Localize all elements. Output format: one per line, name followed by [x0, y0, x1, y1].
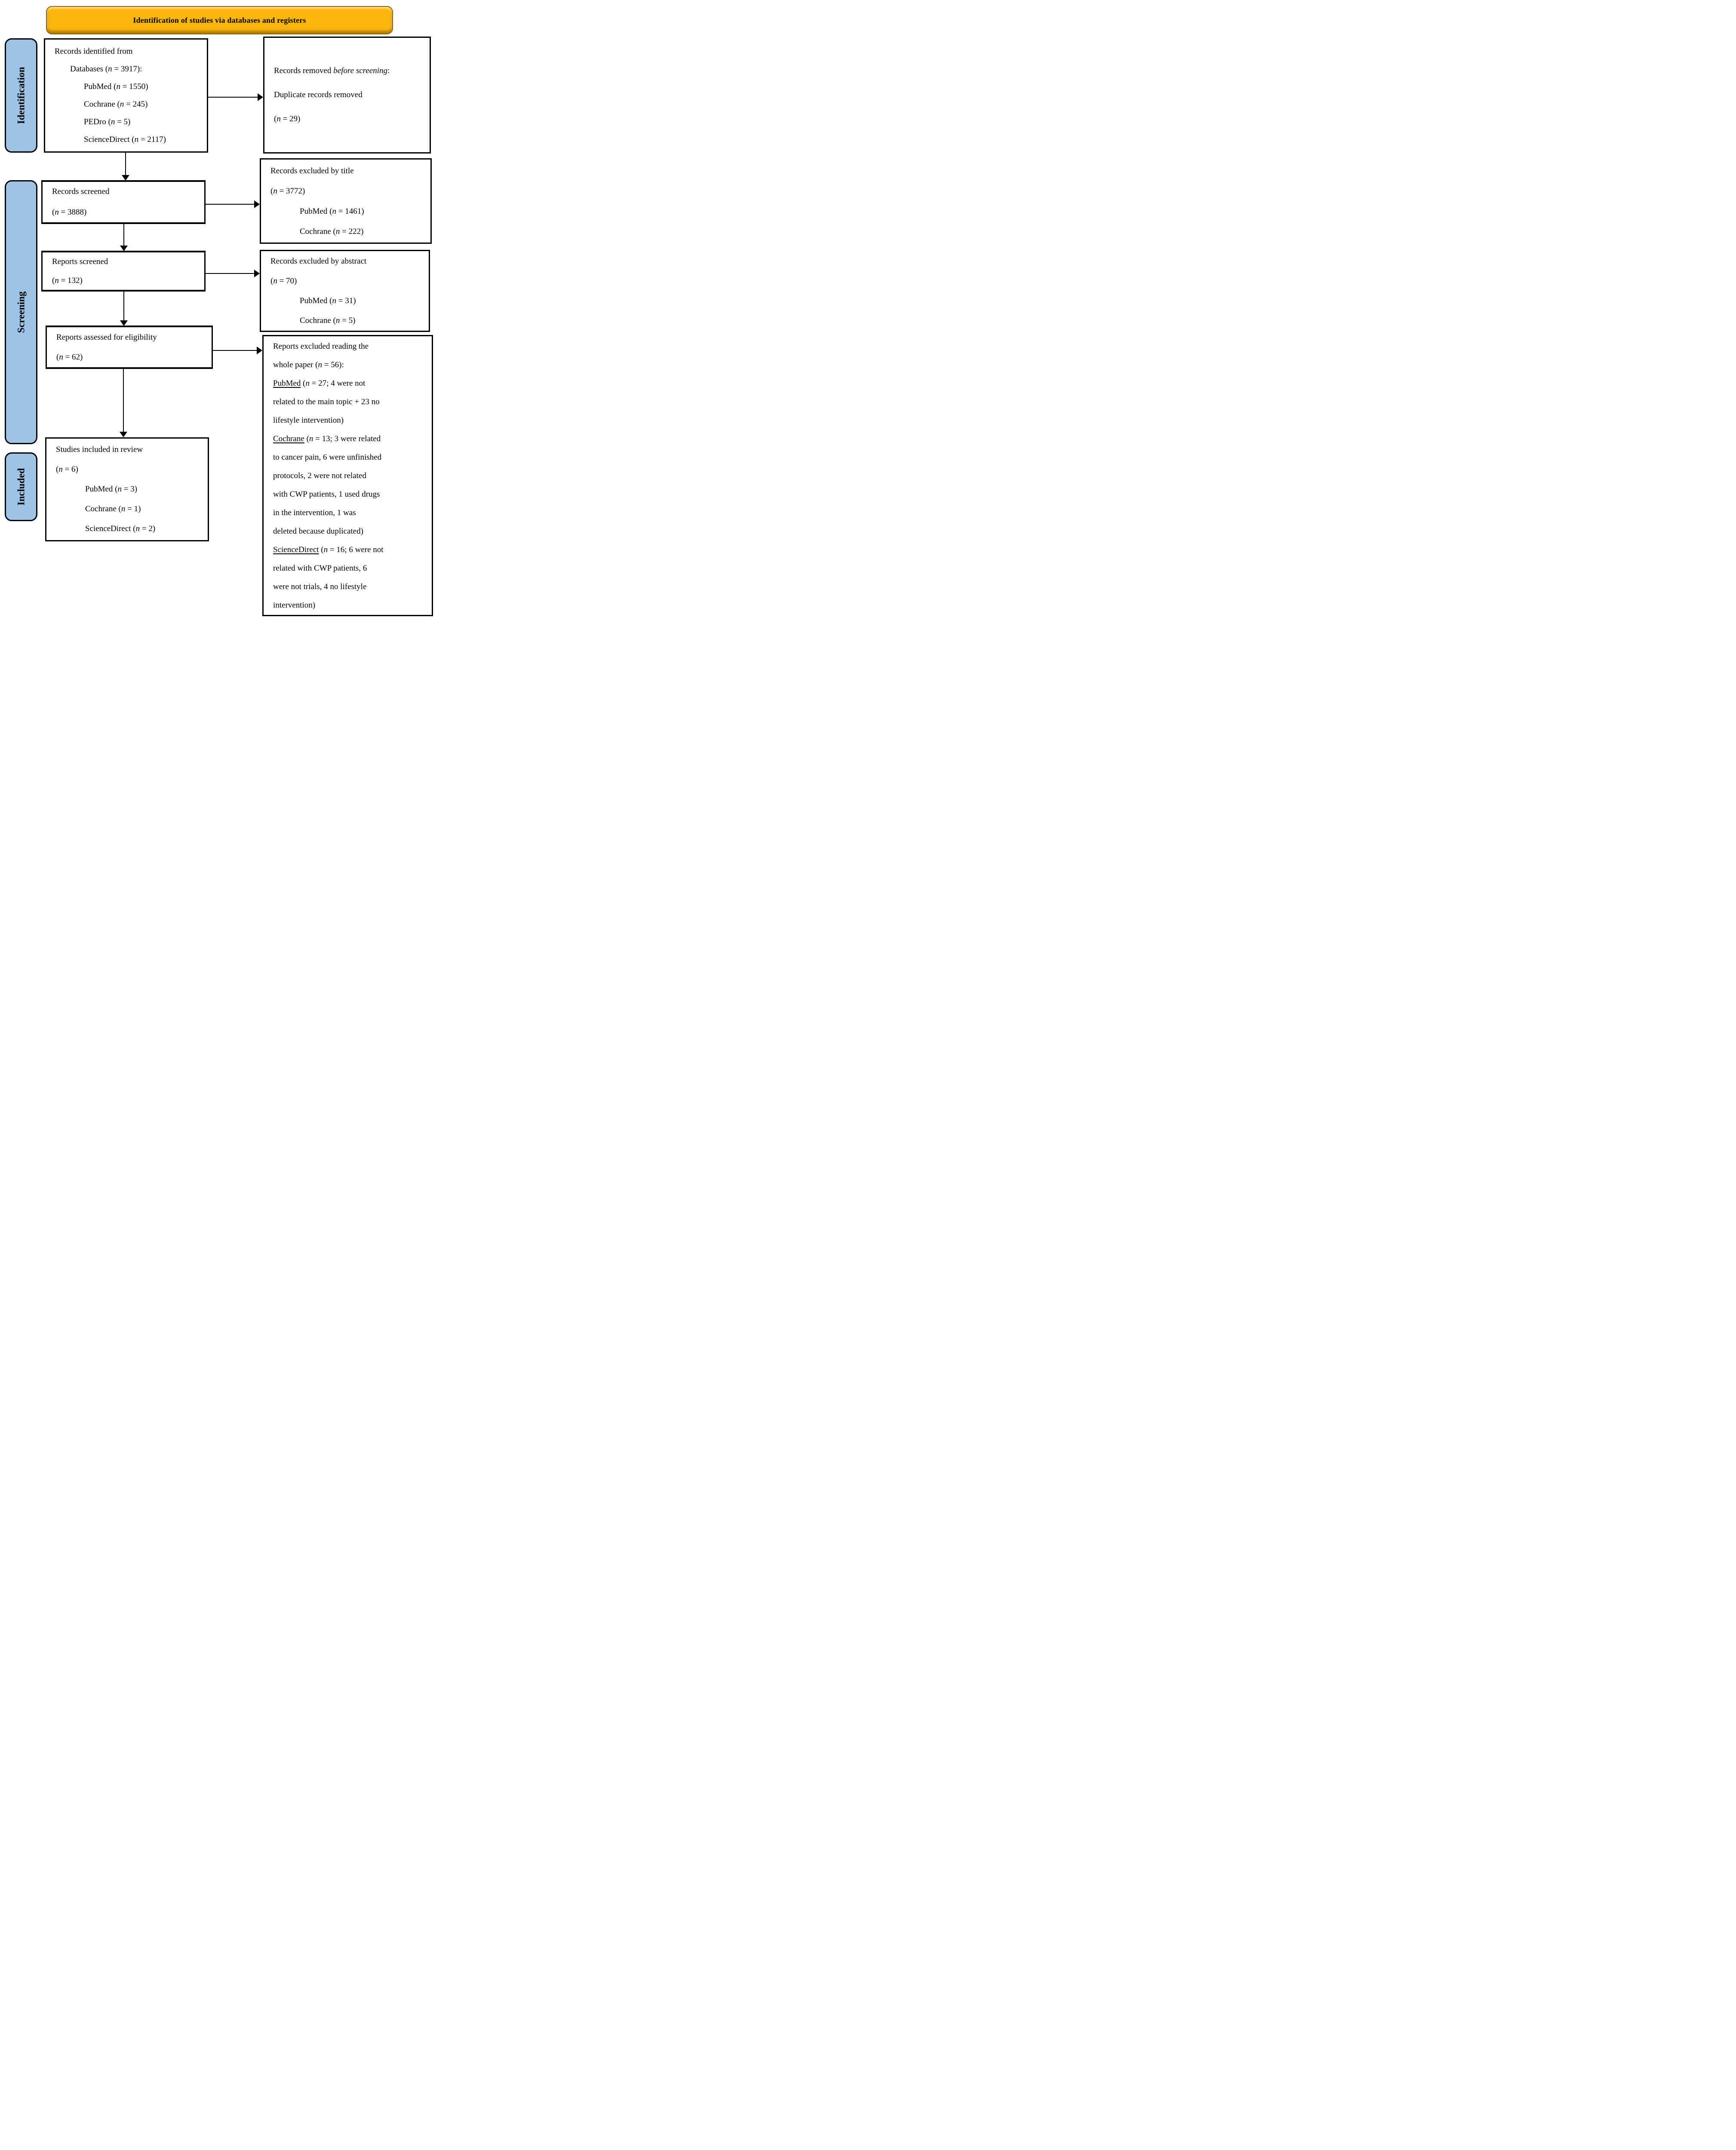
box-line: Cochrane (n = 1): [85, 504, 141, 513]
box-studies-included: Studies included in review (n = 6) PubMed …: [45, 437, 209, 541]
box-line: related to the main topic + 23 no: [273, 397, 380, 406]
stage-band-screening: Screening: [5, 180, 37, 444]
arrow-records-screened-to-reports-screened: [123, 224, 124, 246]
box-line: (n = 6): [56, 465, 78, 474]
banner-title: Identification of studies via databases …: [133, 15, 306, 25]
arrow-identified-to-removed-before-screening: [208, 97, 258, 98]
arrow-identified-to-records-screened: [125, 153, 126, 175]
box-line: whole paper (n = 56):: [273, 360, 344, 369]
box-line: lifestyle intervention): [273, 415, 344, 425]
stage-label-screening: Screening: [15, 291, 26, 333]
box-line: PubMed (n = 1550): [84, 82, 148, 91]
box-line: (n = 3772): [270, 186, 305, 196]
box-reports-excluded-full-paper: Reports excluded reading the whole paper …: [262, 335, 433, 616]
box-line: Records screened: [52, 187, 110, 196]
box-line: Reports excluded reading the: [273, 341, 369, 351]
box-line: Cochrane (n = 245): [84, 100, 148, 109]
stage-band-included: Included: [5, 452, 37, 521]
box-reports-assessed: Reports assessed for eligibility (n = 62): [46, 326, 213, 369]
stage-label-included: Included: [15, 468, 26, 506]
box-line: ScienceDirect (n = 2117): [84, 135, 166, 144]
box-records-excluded-by-abstract: Records excluded by abstract (n = 70) PubM…: [260, 250, 430, 332]
box-line: deleted because duplicated): [273, 526, 363, 536]
arrow-reports-assessed-to-excluded-full-paper: [213, 350, 257, 351]
box-line: (n = 62): [56, 352, 83, 362]
box-line: Records excluded by title: [270, 166, 354, 175]
prisma-flow-diagram: Identification of studies via databases …: [0, 0, 434, 627]
box-line: PEDro (n = 5): [84, 117, 131, 126]
box-line: (n = 3888): [52, 208, 87, 217]
box-records-removed-before-screening: Records removed before screening: Duplica…: [263, 37, 431, 154]
box-line: in the intervention, 1 was: [273, 508, 356, 517]
box-line: Records identified from: [55, 47, 133, 56]
box-line: to cancer pain, 6 were unfinished: [273, 452, 382, 462]
box-line: related with CWP patients, 6: [273, 563, 367, 573]
box-line: with CWP patients, 1 used drugs: [273, 489, 380, 499]
box-line: (n = 29): [274, 114, 301, 123]
stage-label-identification: Identification: [15, 67, 27, 124]
box-line: Cochrane (n = 222): [300, 227, 364, 236]
box-line: Studies included in review: [56, 445, 143, 454]
box-line: Records excluded by abstract: [270, 256, 367, 266]
box-line: ScienceDirect (n = 16; 6 were not: [273, 545, 384, 554]
box-line: ScienceDirect (n = 2): [85, 524, 156, 533]
box-line: PubMed (n = 27; 4 were not: [273, 378, 366, 388]
box-line: Cochrane (n = 5): [300, 316, 356, 325]
box-line: Cochrane (n = 13; 3 were related: [273, 434, 381, 443]
arrow-records-screened-to-excluded-by-title: [206, 204, 254, 205]
box-line: Databases (n = 3917):: [70, 64, 142, 74]
box-line: protocols, 2 were not related: [273, 471, 366, 480]
box-line: Duplicate records removed: [274, 90, 363, 99]
box-line: Reports assessed for eligibility: [56, 332, 157, 342]
arrow-reports-screened-to-reports-assessed: [123, 292, 124, 320]
arrow-reports-assessed-to-studies-included: [123, 369, 124, 432]
box-line: (n = 70): [270, 276, 297, 286]
box-line: Records removed before screening:: [274, 66, 390, 75]
box-records-screened: Records screened (n = 3888): [41, 180, 206, 224]
box-line: PubMed (n = 31): [300, 296, 356, 305]
box-line: Reports screened: [52, 257, 108, 266]
arrow-reports-screened-to-excluded-by-abstract: [206, 273, 254, 274]
box-line: PubMed (n = 3): [85, 485, 138, 494]
box-line: PubMed (n = 1461): [300, 206, 364, 216]
box-line: (n = 132): [52, 276, 83, 285]
box-records-excluded-by-title: Records excluded by title (n = 3772) PubMe…: [260, 158, 432, 244]
box-reports-screened: Reports screened (n = 132): [41, 251, 206, 292]
stage-band-identification: Identification: [5, 38, 37, 153]
box-line: were not trials, 4 no lifestyle: [273, 582, 367, 591]
box-line: intervention): [273, 600, 316, 610]
banner: Identification of studies via databases …: [46, 6, 393, 34]
